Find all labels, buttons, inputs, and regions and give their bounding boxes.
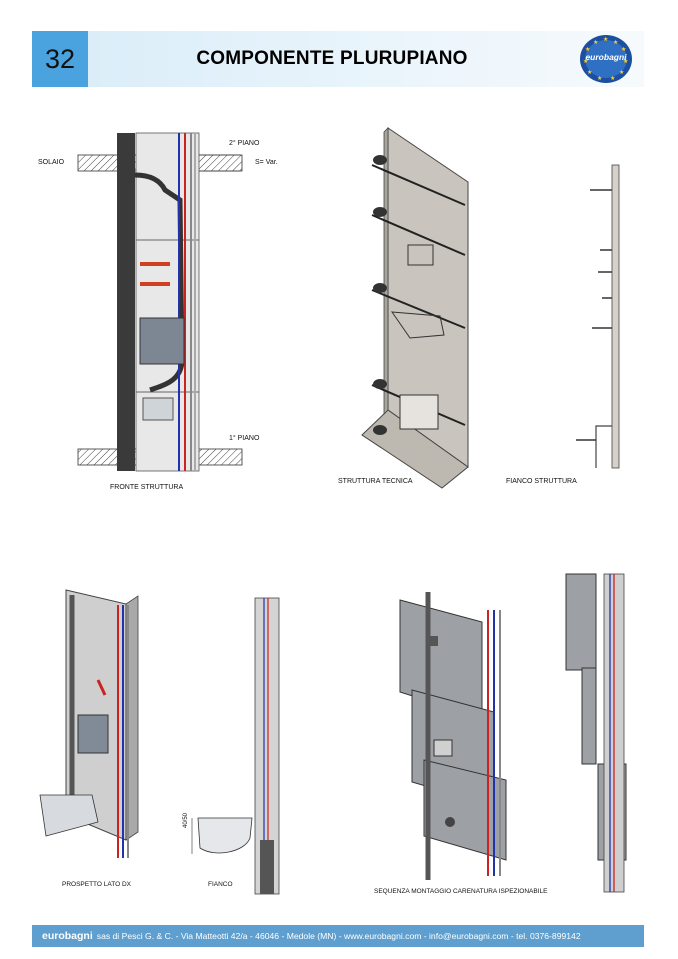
svg-text:★: ★ — [621, 46, 626, 53]
caption-fronte-struttura: FRONTE STRUTTURA — [110, 484, 184, 491]
svg-text:★: ★ — [593, 39, 598, 46]
label-spessore: S= Var. — [255, 159, 278, 166]
prospetto-drawing — [39, 589, 139, 858]
svg-text:★: ★ — [610, 75, 615, 82]
svg-text:★: ★ — [597, 75, 602, 82]
footer-bar: eurobagni sas di Pesci G. & C. - Via Mat… — [32, 925, 644, 947]
fianco-drawing — [191, 597, 280, 895]
svg-text:★: ★ — [623, 58, 628, 65]
footer-brand: eurobagni — [42, 930, 93, 942]
eurobagni-logo: ★★★ ★★★ ★★★ ★★ — [580, 35, 632, 83]
svg-text:★: ★ — [587, 69, 592, 76]
caption-prospetto: PROSPETTO LATO DX — [62, 881, 131, 888]
svg-text:★: ★ — [603, 36, 608, 43]
caption-sequenza: SEQUENZA MONTAGGIO CARENATURA ISPEZIONAB… — [374, 888, 548, 895]
footer-contact-text: sas di Pesci G. & C. - Via Matteotti 42/… — [96, 931, 581, 941]
svg-text:★: ★ — [585, 46, 590, 53]
fronte-struttura-drawing — [77, 132, 243, 472]
svg-text:★: ★ — [619, 69, 624, 76]
sequenza-drawing — [399, 573, 627, 893]
label-solaio: SOLAIO — [38, 159, 65, 166]
logo-text: eurobagni — [585, 52, 627, 62]
caption-fianco-struttura: FIANCO STRUTTURA — [506, 478, 577, 485]
caption-fianco: FIANCO — [208, 881, 233, 888]
page-title: COMPONENTE PLURUPIANO — [196, 48, 468, 69]
svg-text:★: ★ — [583, 58, 588, 65]
header-bar — [32, 31, 644, 87]
label-dim: 40/50 — [183, 812, 189, 828]
fianco-struttura-drawing — [576, 164, 620, 469]
label-piano-2: 2° PIANO — [229, 140, 260, 147]
struttura-tecnica-drawing — [361, 127, 469, 489]
caption-struttura-tecnica: STRUTTURA TECNICA — [338, 478, 413, 485]
svg-text:★: ★ — [613, 39, 618, 46]
label-piano-1: 1° PIANO — [229, 435, 260, 442]
page-number: 32 — [32, 31, 88, 87]
